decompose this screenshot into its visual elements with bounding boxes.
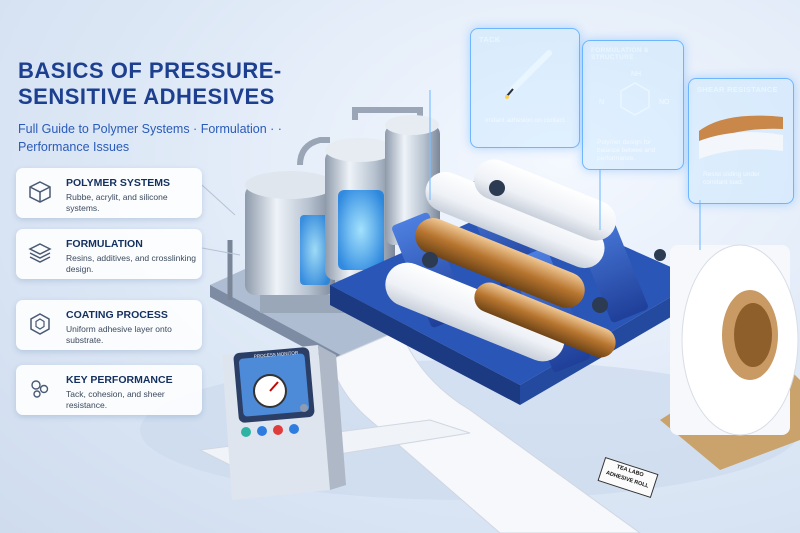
- card-title: KEY PERFORMANCE: [66, 374, 173, 386]
- card-title: FORMULATION: [66, 238, 143, 250]
- card-formulation: FORMULATION Resins, additives, and cross…: [16, 229, 202, 279]
- card-description: Uniform adhesive layer onto substrate.: [66, 324, 172, 345]
- card-polymer-systems: POLYMER SYSTEMS Rubbe, acrylit, and sili…: [16, 168, 202, 218]
- chem-label-no: NO: [659, 99, 670, 106]
- panel-description: Instant adhesion on contact.: [485, 117, 567, 124]
- panel-tack: TACK Instant adhesion on contact.: [470, 28, 580, 148]
- panel-shear-resistance: SHEAR RESISTANCE Resist sliding under co…: [688, 78, 794, 204]
- coating-machine: [330, 159, 700, 405]
- card-coating-process: COATING PROCESS Uniform adhesive layer o…: [16, 300, 202, 350]
- page-title: BASICS OF PRESSURE-SENSITIVE ADHESIVES: [18, 58, 282, 109]
- chem-label-n: N: [599, 99, 605, 106]
- molecule-icon: [620, 82, 650, 116]
- card-description: Tack, cohesion, and sheer resistance.: [66, 389, 165, 410]
- bubbles-icon: [31, 380, 49, 398]
- panel-title: SHEAR RESISTANCE: [697, 85, 778, 94]
- cube-icon: [29, 181, 51, 203]
- card-key-performance: KEY PERFORMANCE Tack, cohesion, and shee…: [16, 365, 202, 415]
- card-description: Rubbe, acrylit, and silicone systems.: [66, 192, 168, 213]
- page-subtitle: Full Guide to Polymer Systems · Formulat…: [18, 122, 282, 154]
- card-description: Resins, additives, and crosslinking desi…: [66, 253, 196, 274]
- tape-roll: [660, 244, 800, 470]
- layers-icon: [28, 243, 52, 263]
- panel-description: Polymer design for balance betwee and pe…: [597, 139, 656, 162]
- card-title: COATING PROCESS: [66, 309, 168, 321]
- card-title: POLYMER SYSTEMS: [66, 177, 171, 189]
- control-box: [222, 345, 346, 500]
- panel-formulation-structure: FORMULATION & STRUCTURE NH N NO Polymer …: [582, 40, 684, 170]
- shear-layers-icon: [699, 115, 783, 159]
- panel-title: TACK: [479, 35, 501, 44]
- panel-title: FORMULATION & STRUCTURE: [591, 47, 649, 61]
- hexagon-icon: [30, 313, 50, 335]
- chem-label-nh: NH: [631, 71, 642, 78]
- dropper-icon: [505, 50, 552, 99]
- panel-description: Resist sliding under constant load.: [703, 171, 760, 186]
